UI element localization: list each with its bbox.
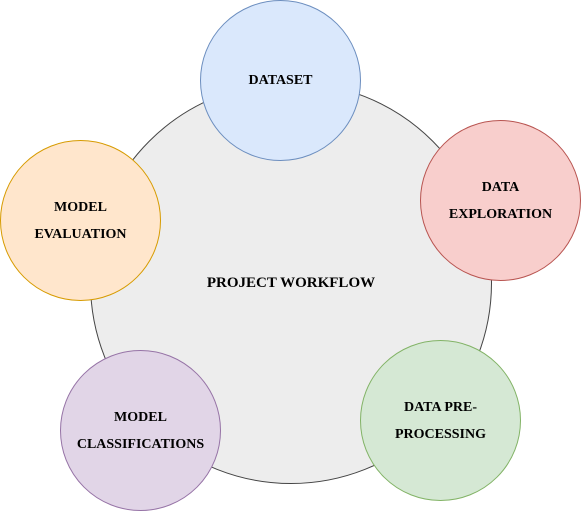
model-classifications-node: MODEL CLASSIFICATIONS: [60, 350, 221, 511]
dataset-node: DATASET: [200, 0, 361, 161]
data-exploration-node: DATA EXPLORATION: [420, 120, 581, 281]
model-evaluation-label: MODEL EVALUATION: [34, 199, 127, 242]
data-exploration-label: DATA EXPLORATION: [448, 179, 553, 222]
dataset-label: DATASET: [248, 73, 313, 88]
project-workflow-label: PROJECT WORKFLOW: [206, 275, 376, 291]
data-preprocessing-node: DATA PRE- PROCESSING: [360, 340, 521, 501]
model-evaluation-node: MODEL EVALUATION: [0, 140, 161, 301]
data-preprocessing-label: DATA PRE- PROCESSING: [394, 399, 487, 442]
model-classifications-label: MODEL CLASSIFICATIONS: [76, 409, 205, 452]
